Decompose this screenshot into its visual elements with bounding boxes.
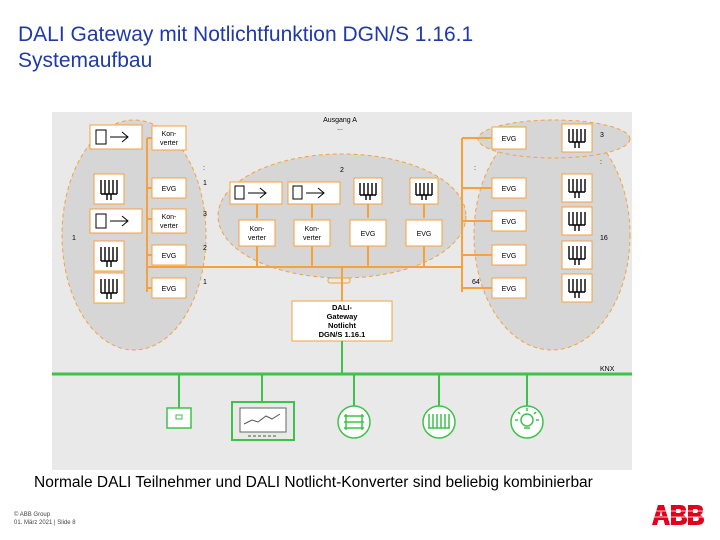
- right-lamp-3: [561, 206, 593, 236]
- title-line-2: Systemaufbau: [18, 49, 153, 72]
- evg-label: EVG: [502, 136, 517, 143]
- right-number-3: 3: [600, 132, 604, 139]
- mid-converter-1: [229, 181, 283, 205]
- mid-box-converter-1: Kon- verter: [238, 219, 276, 247]
- left-converter-2: [89, 208, 143, 234]
- left-lamp-2: [93, 240, 125, 272]
- footer: © ABB Group 01. März 2021 | Slide 8: [14, 511, 76, 527]
- right-number-64: 64: [472, 279, 480, 286]
- evg-label: EVG: [502, 286, 517, 293]
- evg-label: EVG: [361, 231, 376, 238]
- system-diagram: Kon- verter EVG Kon- verter EVG EVG : 1 …: [52, 112, 632, 470]
- conv-label-b: verter: [248, 235, 267, 242]
- dots-right: :: [600, 159, 602, 166]
- right-lamp-4: [561, 240, 593, 270]
- bus-symbol: [327, 277, 351, 284]
- left-number-2: 3: [203, 211, 207, 218]
- left-box-evg-1: EVG: [151, 177, 187, 199]
- evg-label: EVG: [162, 286, 177, 293]
- left-lamp-1: [93, 173, 125, 205]
- left-box-evg-2: EVG: [151, 244, 187, 266]
- top-sublabel: ...: [337, 125, 343, 132]
- left-box-converter-2: Kon- verter: [151, 208, 187, 234]
- mid-converter-2: [287, 181, 341, 205]
- knx-blind-device: [422, 405, 456, 439]
- knx-heater-device: [337, 405, 371, 439]
- evg-label: EVG: [162, 253, 177, 260]
- left-box-converter-1: Kon- verter: [151, 125, 187, 151]
- left-box-evg-3: EVG: [151, 277, 187, 299]
- knx-light-device: [510, 405, 544, 439]
- mid-box-evg-1: EVG: [349, 219, 387, 247]
- mid-box-evg-2: EVG: [405, 219, 443, 247]
- right-box-evg-4: EVG: [491, 244, 527, 266]
- mid-lamp-1: [353, 177, 383, 205]
- dali-gateway: DALI- Gateway Notlicht DGN/S 1.16.1: [291, 300, 393, 342]
- right-box-evg-1: EVG: [491, 126, 527, 150]
- footer-date-slide: 01. März 2021 | Slide 8: [14, 520, 76, 526]
- evg-label: EVG: [417, 231, 432, 238]
- conv-label-a: Kon-: [162, 214, 177, 221]
- right-lamp-1: [561, 123, 593, 153]
- conv-label-a: Kon-: [305, 226, 320, 233]
- top-label: Ausgang A: [323, 117, 357, 124]
- slide-title: DALI Gateway mit Notlichtfunktion DGN/S …: [18, 22, 473, 74]
- right-box-evg-3: EVG: [491, 210, 527, 232]
- gateway-line-1: DALI-: [332, 303, 352, 312]
- evg-label: EVG: [502, 219, 517, 226]
- right-box-evg-2: EVG: [491, 177, 527, 199]
- right-lamp-5: [561, 273, 593, 303]
- left-number-3: 2: [203, 245, 207, 252]
- gateway-line-3: Notlicht: [328, 321, 356, 330]
- title-line-1: DALI Gateway mit Notlichtfunktion DGN/S …: [18, 23, 474, 46]
- conv-label-a: Kon-: [250, 226, 265, 233]
- conv-label-b: verter: [303, 235, 322, 242]
- left-group-number: 1: [72, 235, 76, 242]
- middle-number: 2: [340, 167, 344, 174]
- left-lamp-3: [93, 272, 125, 304]
- gateway-line-4: DGN/S 1.16.1: [319, 330, 366, 339]
- left-group: [61, 119, 207, 351]
- left-number-4: 1: [203, 279, 207, 286]
- conv-label-a: Kon-: [162, 131, 177, 138]
- conv-label-b: verter: [160, 140, 179, 147]
- mid-lamp-2: [409, 177, 439, 205]
- mid-box-converter-2: Kon- verter: [293, 219, 331, 247]
- evg-label: EVG: [502, 186, 517, 193]
- evg-label: EVG: [502, 253, 517, 260]
- knx-label: KNX: [600, 366, 615, 373]
- conv-label-b: verter: [160, 223, 179, 230]
- right-group-number: 16: [600, 235, 608, 242]
- dots-right-inner: :: [474, 165, 476, 172]
- evg-label: EVG: [162, 186, 177, 193]
- right-lamp-2: [561, 173, 593, 203]
- footer-copyright: © ABB Group: [14, 512, 51, 518]
- right-box-evg-5: EVG: [491, 277, 527, 299]
- dots-left: :: [203, 165, 205, 172]
- knx-switch-device: [166, 407, 192, 429]
- abb-logo: [650, 505, 706, 525]
- knx-bus: [52, 341, 632, 408]
- caption: Normale DALI Teilnehmer und DALI Notlich…: [34, 474, 593, 491]
- knx-display-device: [231, 401, 295, 441]
- left-converter-1: [89, 124, 143, 150]
- left-number-1: 1: [203, 180, 207, 187]
- gateway-line-2: Gateway: [327, 312, 359, 321]
